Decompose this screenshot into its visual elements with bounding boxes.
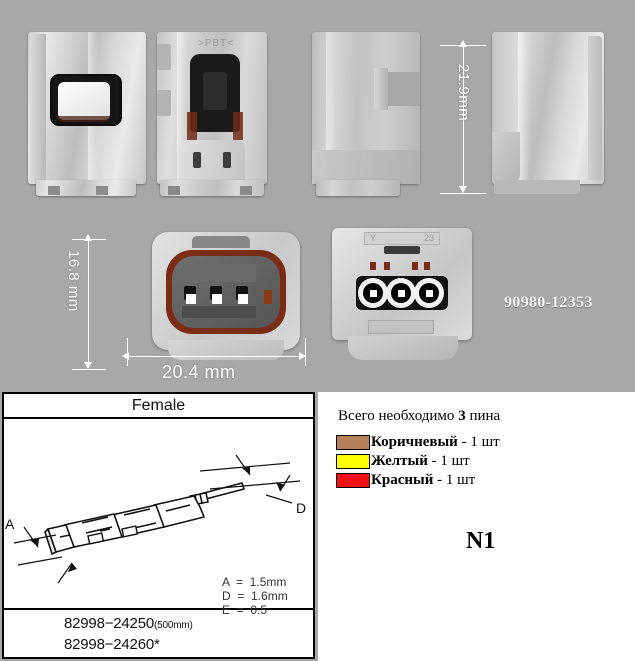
female-part-number-2: 82998−24260* [64, 636, 160, 653]
pbt-marking-label: >PBT< [183, 38, 249, 49]
part-number-label: 90980-12353 [504, 294, 593, 311]
terminal-dimension-d: D [296, 500, 306, 516]
connector-photo-side-foot [160, 180, 264, 196]
pin-count-statement: Всего необходимо 3 пина [338, 408, 500, 425]
color-swatch-brown [336, 434, 370, 450]
connector-photo-female-face [148, 232, 304, 360]
legend-item-brown: Коричневый - 1 шт [336, 433, 500, 451]
rear-face-marks: Y 23 [364, 232, 440, 245]
dimension-depth-label: 16.8 mm [65, 250, 82, 312]
pin-count-suffix: пина [465, 408, 501, 424]
connector-photo-strip: >PBT< 21.9mm [28, 32, 604, 382]
color-swatch-yellow [336, 453, 370, 469]
connector-photo-profile-view [312, 32, 420, 184]
terminal-spec-lines: A = 1.5mm D = 1.6mm E = 0.5 [222, 575, 288, 617]
pbt-marking-text: >PBT< [197, 38, 235, 49]
female-terminal-drawing: A D A = 1.5mm D = 1.6mm E = 0.5 [4, 419, 313, 617]
legend-item-yellow: Желтый - 1 шт [336, 452, 500, 470]
wire-color-legend: Коричневый - 1 шт Желтый - 1 шт Красный … [336, 433, 500, 490]
pin-requirements-panel: Всего необходимо 3 пина Коричневый - 1 ш… [318, 392, 635, 661]
legend-label-yellow: Желтый - 1 шт [371, 452, 470, 469]
foot-notch-left [48, 186, 60, 195]
female-part-number-1: 82998−24250 [64, 615, 154, 632]
terminal-svg: A D [5, 454, 306, 584]
dimension-width-label: 20.4 mm [162, 362, 236, 382]
connector-photo-front-foot [36, 180, 136, 196]
terminal-dimension-a: A [5, 516, 15, 532]
side-foot-notch-left [168, 186, 180, 195]
pin-count-value: 3 [458, 408, 466, 424]
connector-photo-rear-face: Y 23 [326, 228, 480, 362]
color-swatch-red [336, 472, 370, 488]
female-part-line-2: 82998−24260* [64, 635, 313, 654]
rear-face-mark-y: Y [370, 233, 377, 243]
side-foot-notch-right [240, 186, 252, 195]
female-panel-header: Female [4, 394, 313, 419]
connector-photo-side-view: >PBT< [157, 32, 267, 184]
foot-notch-right [96, 186, 108, 195]
legend-label-brown: Коричневый - 1 шт [371, 433, 500, 450]
connector-photo-rear-body [492, 32, 604, 184]
pin-count-prefix: Всего необходимо [338, 408, 459, 424]
rear-body-foot [494, 180, 580, 194]
connector-code-label: N1 [466, 528, 496, 554]
female-part-numbers: 82998−24250(500mm) 82998−24260* [4, 610, 313, 657]
connector-photo-profile-foot [316, 180, 400, 196]
female-part-length: (500mm) [153, 620, 193, 631]
female-part-line-1: 82998−24250(500mm) [64, 614, 313, 635]
legend-label-red: Красный - 1 шт [371, 471, 476, 488]
female-header-text: Female [131, 396, 186, 414]
legend-item-red: Красный - 1 шт [336, 471, 500, 489]
female-terminal-panel: Female [2, 392, 315, 659]
rear-face-mark-23: 23 [423, 233, 434, 243]
dimension-height-label: 21.9mm [455, 64, 472, 122]
connector-photo-front-view [28, 32, 146, 184]
